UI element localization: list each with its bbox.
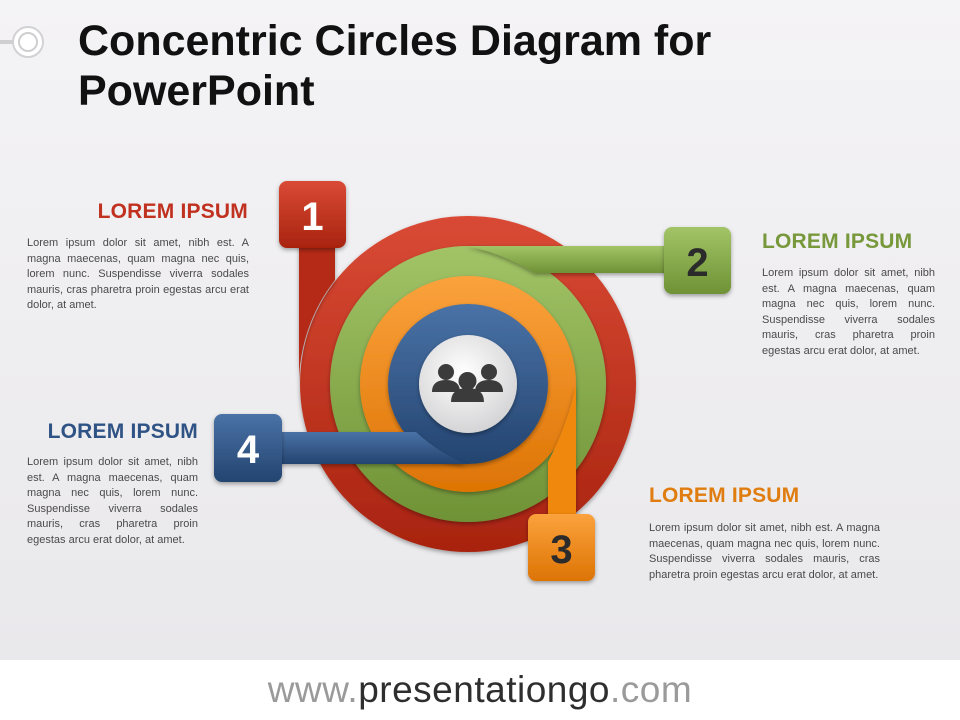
item-4-text: Lorem ipsum dolor sit amet, nibh est. A …: [27, 456, 198, 546]
connector-4: [278, 432, 468, 464]
item-4-heading: LOREM IPSUM: [47, 420, 198, 443]
footer-brand: presentationgo: [358, 669, 611, 710]
item-3-text: Lorem ipsum dolor sit amet, nibh est. A …: [649, 522, 880, 581]
connector-1: [299, 240, 335, 384]
item-1-text: Lorem ipsum dolor sit amet, nibh est. A …: [27, 237, 249, 312]
item-1-heading: LOREM IPSUM: [97, 200, 248, 223]
number-box-1: 1: [279, 181, 346, 248]
connector-3: [548, 384, 576, 520]
number-label-1: 1: [301, 195, 323, 239]
item-3-heading: LOREM IPSUM: [649, 484, 800, 507]
number-box-2: 2: [664, 227, 731, 294]
footer-url[interactable]: www.presentationgo.com: [0, 660, 960, 720]
number-label-2: 2: [686, 241, 708, 285]
item-2-heading: LOREM IPSUM: [762, 230, 913, 253]
number-label-3: 3: [550, 528, 572, 572]
concentric-circles-diagram: 1 2 3 4: [214, 181, 731, 581]
number-box-4: 4: [214, 414, 282, 482]
page-title: Concentric Circles Diagram for PowerPoin…: [78, 17, 712, 115]
pushpin-icon: [0, 26, 44, 58]
number-label-4: 4: [237, 428, 260, 472]
connector-2: [466, 246, 668, 273]
people-group-icon: [432, 364, 503, 402]
slide: Concentric Circles Diagram for PowerPoin…: [0, 0, 960, 660]
footer-prefix: www.: [267, 669, 359, 710]
number-box-3: 3: [528, 514, 595, 581]
item-2-text: Lorem ipsum dolor sit amet, nibh est. A …: [762, 267, 935, 357]
footer-suffix: .com: [610, 669, 693, 710]
